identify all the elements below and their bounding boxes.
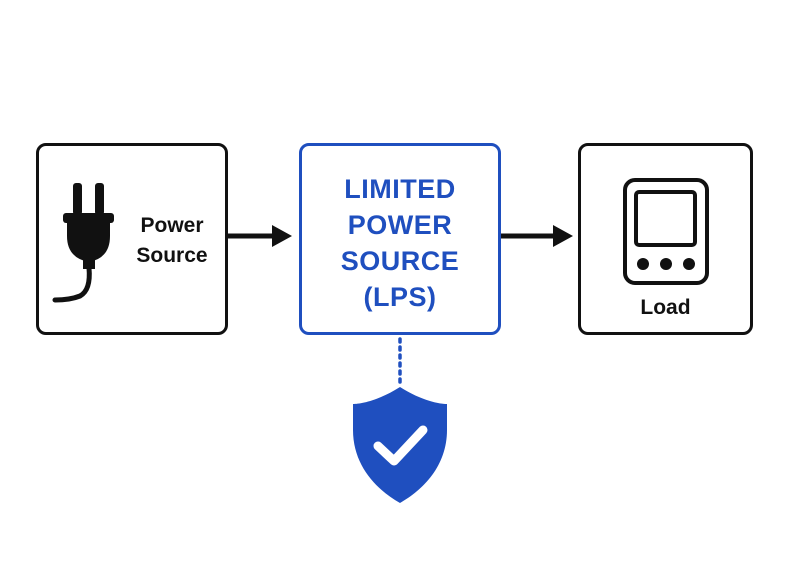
device-icon (623, 178, 709, 285)
lps-box (299, 143, 501, 335)
power-source-label-line: Source (136, 244, 208, 267)
arrow-lps-to-load (501, 225, 573, 247)
power-source-label: Power Source (132, 211, 212, 271)
load-label: Load (640, 296, 691, 319)
arrow-source-to-lps (228, 225, 292, 247)
lps-label-line: SOURCE (340, 246, 460, 276)
power-source-label-line: Power (140, 214, 204, 237)
device-button-icon (637, 258, 649, 270)
device-button-icon (660, 258, 672, 270)
plug-icon (52, 183, 114, 303)
lps-label-line: LIMITED (344, 174, 456, 204)
load-box (578, 143, 753, 335)
device-button-icon (683, 258, 695, 270)
lps-label: LIMITED POWER SOURCE (LPS) (299, 171, 501, 315)
lps-label-line: (LPS) (363, 282, 437, 312)
shield-check-icon (353, 387, 447, 503)
lps-label-line: POWER (347, 210, 453, 240)
